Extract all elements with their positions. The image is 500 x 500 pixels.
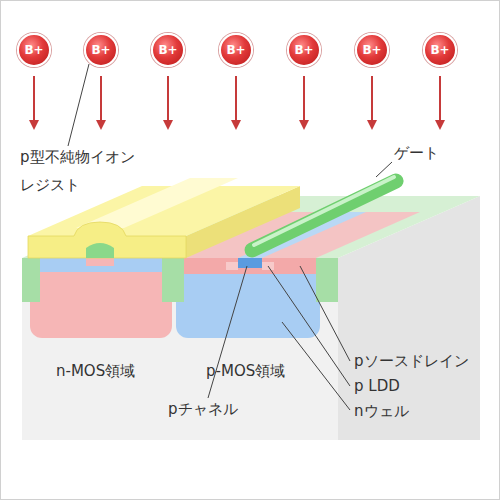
ion-circle: B+ — [423, 33, 457, 67]
ion-label: B+ — [294, 43, 313, 57]
ion-circle: B+ — [17, 33, 51, 67]
callout-label: ゲート — [394, 144, 439, 162]
ion-label: B+ — [91, 43, 110, 57]
callout-label: p LDD — [354, 377, 400, 395]
ion-circle: B+ — [355, 33, 389, 67]
ion-label: B+ — [362, 43, 381, 57]
ion-circle: B+ — [287, 33, 321, 67]
callout-label: p-MOS領域 — [206, 362, 285, 380]
callout-label: p型不純物イオン — [20, 148, 135, 166]
ion-label: B+ — [158, 43, 177, 57]
callout-label: レジスト — [20, 176, 80, 194]
callout-label: pソースドレイン — [354, 352, 469, 370]
callout-label: pチャネル — [168, 400, 238, 418]
ion-circle: B+ — [219, 33, 253, 67]
ion-label: B+ — [24, 43, 43, 57]
ion-label: B+ — [226, 43, 245, 57]
ion-label: B+ — [430, 43, 449, 57]
ion-circle: B+ — [84, 33, 118, 67]
ion-circle: B+ — [151, 33, 185, 67]
callout-label: nウェル — [354, 402, 409, 420]
callout-label: n-MOS領域 — [56, 362, 135, 380]
